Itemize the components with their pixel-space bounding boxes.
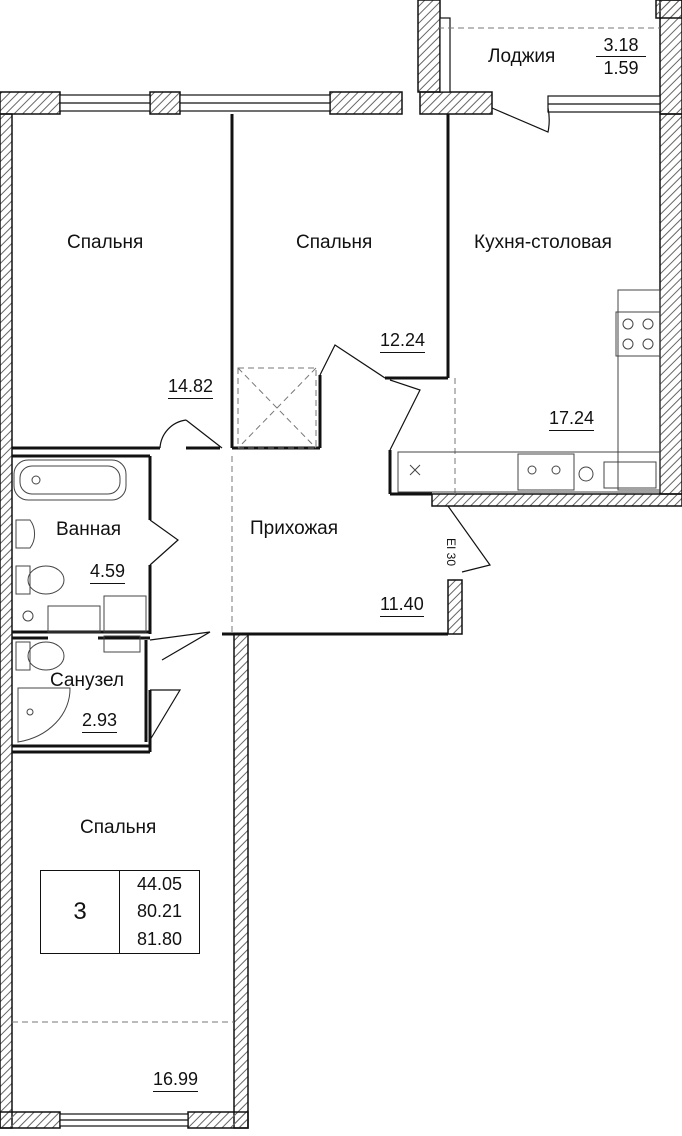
kitchen-area: 17.24	[549, 408, 595, 431]
total-area: 80.21	[120, 898, 199, 926]
bedroom2-area: 12.24	[380, 330, 426, 353]
kitchen-fixtures	[397, 289, 661, 493]
living-area: 44.05	[120, 871, 199, 899]
loggia-area: 3.18 1.59	[596, 34, 646, 79]
door-fire-rating: EI 30	[444, 538, 458, 567]
bedroom1-area: 14.82	[168, 376, 214, 399]
bedroom3-label: Спальня	[80, 817, 157, 838]
toilet-label: Санузел	[50, 670, 125, 691]
area-summary-table: 3 44.05 80.21 81.80	[40, 870, 200, 954]
total-area-with-loggia: 81.80	[120, 925, 199, 953]
hallway-label: Прихожая	[250, 518, 339, 539]
bedroom3-area: 16.99	[153, 1069, 199, 1092]
loggia-area-reduced: 1.59	[603, 58, 639, 78]
door-swings	[149, 107, 550, 741]
loggia-area-full: 3.18	[596, 34, 646, 57]
hallway-area: 11.40	[380, 594, 424, 617]
bedroom2-label: Спальня	[296, 232, 373, 253]
bathroom-area: 4.59	[90, 561, 126, 584]
bathroom-label: Ванная	[56, 519, 122, 540]
toilet-area: 2.93	[82, 710, 118, 733]
bedroom1-label: Спальня	[67, 232, 144, 253]
loggia-label: Лоджия	[488, 46, 556, 67]
bathroom-fixtures	[13, 459, 147, 743]
interior-walls	[12, 114, 450, 754]
kitchen-label: Кухня-столовая	[474, 232, 612, 253]
dashed-zones	[12, 27, 660, 1023]
rooms-count: 3	[41, 871, 120, 953]
windows	[59, 17, 661, 1127]
